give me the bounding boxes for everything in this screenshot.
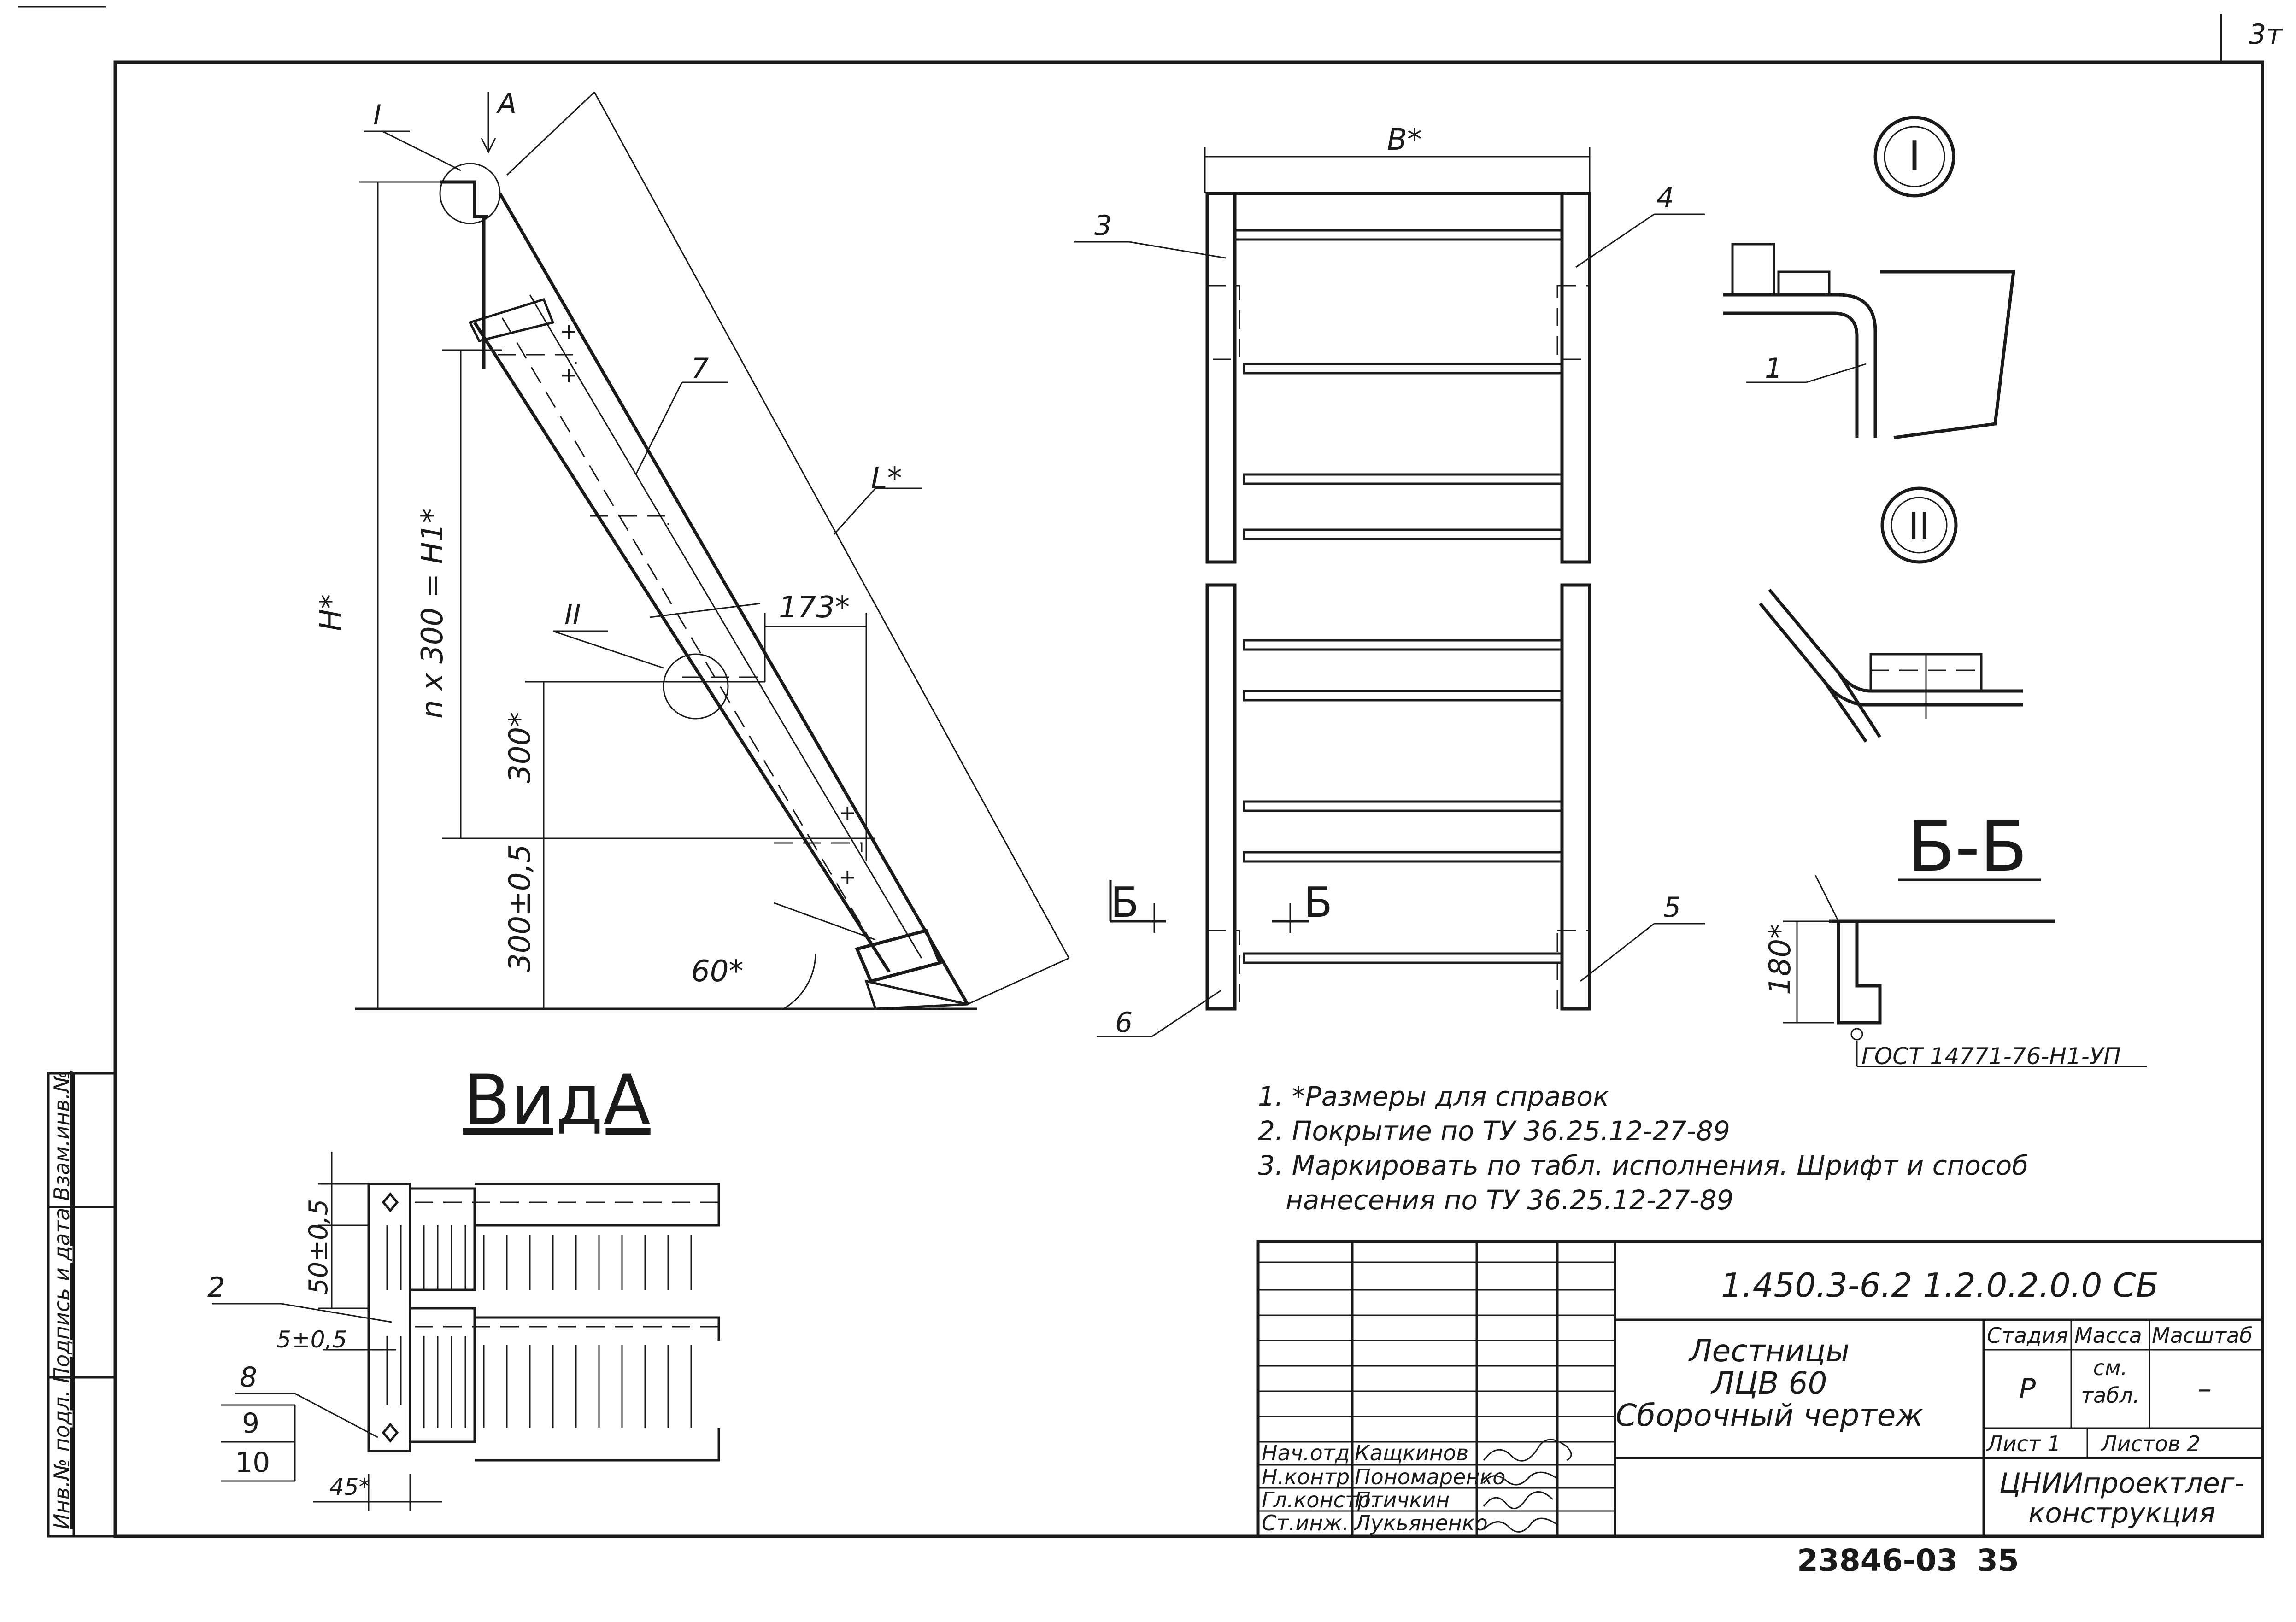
callout-3: 3 <box>1094 210 1112 242</box>
mass-value-line-1: см. <box>2093 1355 2128 1380</box>
mass-header: Масса <box>2074 1323 2142 1348</box>
dim-width: B* <box>1387 123 1422 157</box>
side-view: + + + + <box>355 92 1069 1009</box>
title-line-2: ЛЦВ 60 <box>1710 1365 1827 1401</box>
note-3: 3. Маркировать по табл. исполнения. Шриф… <box>1258 1150 2028 1181</box>
dim-step-base: 300±0,5 <box>503 844 537 972</box>
role-1-name: Кащкинов <box>1355 1440 1468 1465</box>
cut-label-right: Б <box>1304 878 1333 927</box>
page-number: 35 <box>1977 1543 2019 1578</box>
organization-line-1: ЦНИИпроектлег- <box>1999 1467 2244 1499</box>
callout-1: 1 <box>1765 352 1782 385</box>
front-view <box>1074 147 1705 1036</box>
note-4: нанесения по ТУ 36.25.12-27-89 <box>1286 1184 1733 1216</box>
view-a-hatch <box>387 1225 691 1428</box>
marker-detail-1: I <box>373 99 382 131</box>
svg-text:+: + <box>560 319 578 344</box>
dim-height: H* <box>314 594 348 631</box>
callout-7: 7 <box>691 352 709 385</box>
standard-reference: ГОСТ 14771-76-Н1-УП <box>1861 1043 2121 1070</box>
drawing-number: 1.450.3-6.2 1.2.0.2.0.0 СБ <box>1721 1266 2159 1305</box>
bottom-code: 23846-03 <box>1797 1543 1958 1578</box>
role-3-name: Птичкин <box>1355 1487 1450 1512</box>
callout-5: 5 <box>1663 891 1681 924</box>
title-line-1: Лестницы <box>1688 1333 1850 1369</box>
dim-steps: n x 300 = H1* <box>416 509 450 719</box>
mass-value-line-2: табл. <box>2081 1383 2139 1408</box>
view-a-title: ВидА <box>463 1060 651 1141</box>
sheet-frame <box>18 7 2262 1536</box>
detail-2-view <box>1760 488 2023 742</box>
note-1: 1. *Размеры для справок <box>1258 1081 1609 1112</box>
view-a-drawing <box>212 1152 719 1511</box>
cut-label-left: Б <box>1110 878 1139 927</box>
callout-2: 2 <box>207 1271 225 1304</box>
detail-1-title: I <box>1908 132 1921 181</box>
title-line-3: Сборочный чертеж <box>1615 1398 1923 1433</box>
title-block <box>1258 1241 2262 1536</box>
stage-value: Р <box>2019 1373 2036 1405</box>
marker-view-a: А <box>496 88 517 120</box>
role-4: Ст.инж. <box>1262 1511 1349 1535</box>
role-4-name: Лукьяненко <box>1354 1511 1488 1535</box>
svg-text:+: + <box>560 363 578 387</box>
role-1: Нач.отд. <box>1262 1440 1356 1465</box>
callout-8: 8 <box>240 1361 257 1394</box>
organization-line-2: конструкция <box>2028 1497 2215 1529</box>
dim-step-300: 300* <box>503 712 537 783</box>
callout-4: 4 <box>1656 182 1674 214</box>
dim-view-a-50: 50±0,5 <box>304 1199 334 1294</box>
dim-view-a-5: 5±0,5 <box>276 1326 347 1353</box>
dim-offset-173: 173* <box>779 591 850 625</box>
sheet-corner-label: 3т <box>2249 18 2283 51</box>
stage-header: Стадия <box>1987 1323 2068 1348</box>
marker-detail-2: II <box>564 599 581 631</box>
scale-value: – <box>2198 1373 2212 1405</box>
svg-text:+: + <box>839 800 857 825</box>
role-2: Н.контр. <box>1262 1464 1356 1489</box>
detail-2-title: II <box>1908 505 1930 548</box>
section-b-view <box>1783 875 2147 1066</box>
dim-length: L* <box>871 462 902 496</box>
section-b-title: Б-Б <box>1908 807 2027 887</box>
dim-angle: 60* <box>691 954 743 989</box>
note-2: 2. Покрытие по ТУ 36.25.12-27-89 <box>1258 1115 1730 1147</box>
detail-1-view <box>1723 117 2014 438</box>
role-2-name: Пономаренко <box>1355 1464 1505 1489</box>
signatures <box>1484 1440 1571 1532</box>
svg-text:+: + <box>839 865 857 890</box>
callout-9: 9 <box>242 1407 259 1440</box>
sheet-label: Лист 1 <box>1986 1431 2061 1456</box>
role-3: Гл.констр. <box>1262 1487 1378 1512</box>
dim-section-180: 180* <box>1763 924 1797 995</box>
scale-header: Масштаб <box>2152 1323 2253 1348</box>
callout-6: 6 <box>1115 1007 1133 1039</box>
sheet-total: Листов 2 <box>2100 1431 2201 1456</box>
dim-view-a-45: 45* <box>329 1474 370 1500</box>
callout-10: 10 <box>235 1446 270 1479</box>
side-stamp-text: Инв.№ подл. Подпись и дата Взам.инв.№ <box>49 1071 74 1529</box>
